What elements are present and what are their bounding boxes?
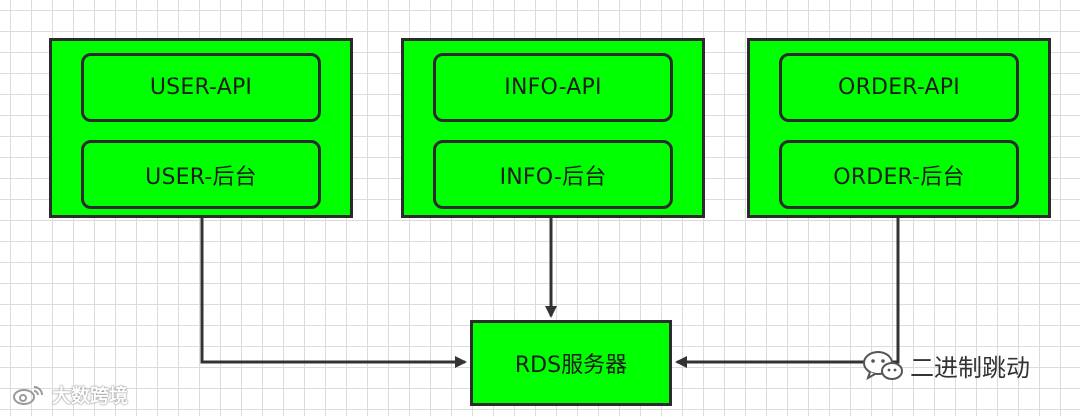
- user-backend-box: USER-后台: [81, 140, 321, 209]
- wechat-logo-icon: [863, 350, 903, 380]
- weibo-logo-icon: [13, 385, 43, 405]
- info-backend-box: INFO-后台: [433, 140, 673, 209]
- arrow-order-to-rds: [675, 210, 900, 368]
- watermark-right-text: 二进制跳动: [910, 354, 1030, 382]
- service-group-order: ORDER-API ORDER-后台: [747, 38, 1051, 218]
- order-backend-box: ORDER-后台: [779, 140, 1019, 209]
- arrow-user-to-rds: [200, 210, 467, 368]
- watermark-right: 二进制跳动: [862, 348, 1030, 383]
- rds-server-box: RDS服务器: [470, 320, 672, 406]
- order-api-box: ORDER-API: [779, 53, 1019, 122]
- user-api-box: USER-API: [81, 53, 321, 122]
- watermark-left-text: 大数跨境: [52, 385, 129, 407]
- service-group-user: USER-API USER-后台: [49, 38, 353, 218]
- watermark-left: 大数跨境: [12, 381, 128, 408]
- service-group-info: INFO-API INFO-后台: [401, 38, 705, 218]
- info-api-box: INFO-API: [433, 53, 673, 122]
